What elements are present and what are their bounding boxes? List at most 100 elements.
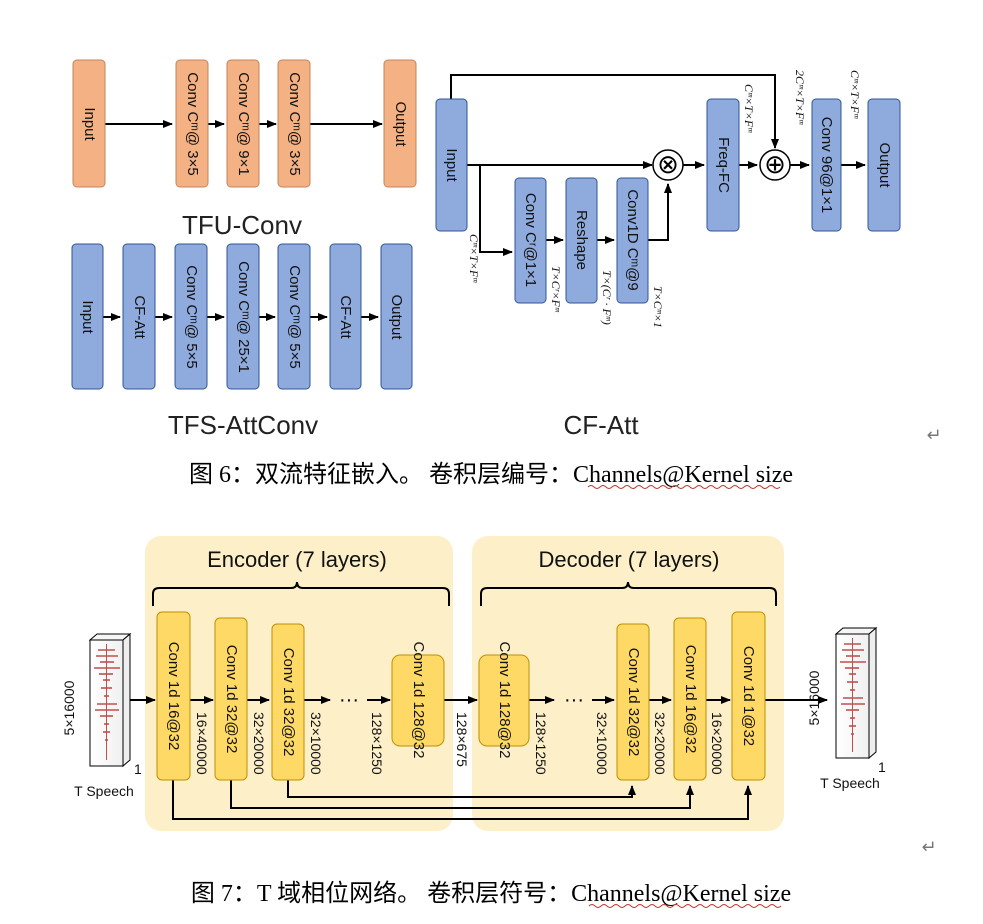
encoder-conv3-label: Conv 1d 32@32 [280, 648, 297, 757]
cf-input-box: Input [435, 98, 468, 232]
tfs-attconv-title: TFS-AttConv [168, 410, 318, 440]
tfu-conv1-box: Conv Cᵐ@ 3×5 [175, 59, 209, 188]
tfu-conv2-box: Conv Cᵐ@ 9×1 [226, 59, 260, 188]
decoder-conv7-label: Conv 1d 1@32 [740, 646, 757, 746]
figure6-caption: 图 6：双流特征嵌入。 卷积层编号：Channels@Kernel size [189, 461, 793, 488]
decoder-conv1-label: Conv 1d 128@32 [496, 642, 513, 759]
encoder-title: Encoder (7 layers) [207, 547, 387, 572]
encoder-conv2-box: Conv 1d 32@32 [214, 617, 248, 781]
cf-att-title: CF-Att [563, 410, 639, 440]
decoder-conv6-box: Conv 1d 16@32 [673, 617, 707, 781]
cf-conv1d-box: Conv1D Cᵐ@9 [616, 177, 649, 304]
tfu-conv1-label: Conv Cᵐ@ 3×5 [184, 72, 201, 175]
decoder-dim-1: 128×1250 [533, 712, 549, 775]
multiply-icon: ⊗ [657, 149, 679, 179]
tfu-output-label: Output [392, 101, 409, 147]
tfs-input-label: Input [79, 300, 96, 334]
cf-freq-fc-box: Freq-FC [706, 98, 740, 232]
cf-conv96-label: Conv 96@1×1 [818, 117, 835, 214]
figure7-caption: 图 7：T 域相位网络。 卷积层符号：Channels@Kernel size [191, 880, 791, 907]
cf-conv96-box: Conv 96@1×1 [811, 98, 842, 232]
cf-output-label: Output [876, 142, 893, 188]
cf-reshape-label: Reshape [573, 210, 590, 270]
tfu-input-label: Input [81, 107, 98, 141]
cf-concat-dim: 2Cᵐ×T×Fᵐ [793, 70, 807, 125]
cf-output-dim: Cᵐ×T×Fᵐ [848, 70, 862, 119]
encoder-ellipsis: ··· [339, 689, 359, 711]
encoder-dim-7: 128×675 [454, 712, 470, 767]
encoder-brace [152, 581, 450, 606]
tfs-conv3-box: Conv Cᵐ@ 5×5 [277, 243, 311, 390]
input-depth: 1 [134, 761, 142, 777]
tfs-attconv-diagram: Input CF-Att Conv Cᵐ@ 5×5 Conv Cᵐ@ 25×1 … [71, 243, 413, 440]
tfu-conv-title: TFU-Conv [182, 210, 302, 240]
tfs-cfatt1-label: CF-Att [131, 295, 148, 339]
decoder-conv5-box: Conv 1d 32@32 [616, 623, 650, 781]
cf-conv-cr-label: Conv Cʳ@1×1 [522, 193, 539, 287]
cf-reshape-box: Reshape [565, 177, 598, 304]
encoder-conv1-box: Conv 1d 16@32 [156, 611, 191, 781]
decoder-brace [480, 581, 777, 606]
concat-node: ⊕ [759, 149, 791, 181]
cf-freq-fc-label: Freq-FC [715, 137, 732, 193]
decoder-conv6-label: Conv 1d 16@32 [682, 645, 699, 754]
cf-input-label: Input [443, 148, 460, 182]
encoder-dim-1: 16×40000 [194, 712, 210, 775]
decoder-conv7-box: Conv 1d 1@32 [731, 611, 766, 781]
input-speech-block [88, 632, 132, 768]
input-speech-label: T Speech [74, 783, 134, 799]
output-waveform-icon [840, 638, 866, 752]
encoder-dim-2: 32×20000 [251, 712, 267, 775]
tfu-conv3-box: Conv Cᵐ@ 3×5 [277, 59, 311, 188]
cf-conv1d-label: Conv1D Cᵐ@9 [624, 189, 641, 290]
cf-input-dim: Cᵐ×T×Fᵐ [467, 234, 481, 283]
return-mark-1: ↵ [926, 425, 941, 445]
t-domain-phase-network: Encoder (7 layers) Decoder (7 layers) 5×… [61, 536, 886, 831]
tfs-conv1-label: Conv Cᵐ@ 5×5 [183, 265, 200, 368]
output-speech-block [834, 626, 878, 760]
cf-att-diagram: Input Conv Cʳ@1×1 Reshape Conv1D Cᵐ@9 ⊗ … [435, 70, 901, 440]
decoder-conv5-label: Conv 1d 32@32 [625, 648, 642, 757]
encoder-dim-3: 32×10000 [308, 712, 324, 775]
tfs-cfatt2-box: CF-Att [329, 243, 362, 390]
output-dim: 5×16000 [806, 670, 822, 725]
encoder-conv1-label: Conv 1d 16@32 [165, 642, 182, 751]
tfs-output-box: Output [380, 243, 413, 390]
encoder-conv7-label: Conv 1d 128@32 [410, 642, 427, 759]
spellcheck-underline-2 [588, 904, 782, 908]
tfs-input-box: Input [71, 243, 104, 390]
decoder-dim-5: 32×10000 [594, 712, 610, 775]
tfs-cfatt1-box: CF-Att [122, 243, 156, 390]
encoder-conv3-box: Conv 1d 32@32 [271, 623, 305, 781]
decoder-title: Decoder (7 layers) [539, 547, 720, 572]
output-depth: 1 [878, 759, 886, 775]
cf-reshape-dim: T×(Cʳ · Fᵐ) [600, 270, 614, 325]
tfu-conv2-label: Conv Cᵐ@ 9×1 [235, 72, 252, 175]
tfs-conv1-box: Conv Cᵐ@ 5×5 [174, 243, 208, 390]
input-waveform-icon [94, 644, 120, 760]
decoder-conv1-box: Conv 1d 128@32 [478, 642, 530, 759]
tfs-conv3-label: Conv Cᵐ@ 5×5 [286, 265, 303, 368]
decoder-dim-6: 32×20000 [652, 712, 668, 775]
tfs-conv2-label: Conv Cᵐ@ 25×1 [235, 261, 252, 373]
tfs-output-label: Output [388, 294, 405, 340]
cf-freq-fc-dim: Cᵐ×T×Fᵐ [742, 84, 756, 133]
tfu-output-box: Output [383, 59, 417, 188]
output-speech-label: T Speech [820, 775, 880, 791]
cf-conv-cr-dim: T×Cʳ×Fᵐ [549, 266, 563, 313]
decoder-dim-7: 16×20000 [709, 712, 725, 775]
tfu-conv-diagram: Input Conv Cᵐ@ 3×5 Conv Cᵐ@ 9×1 Conv Cᵐ@… [72, 59, 417, 240]
tfu-input-box: Input [72, 59, 106, 188]
multiply-node: ⊗ [652, 149, 684, 181]
encoder-dim-6: 128×1250 [369, 712, 385, 775]
concat-icon: ⊕ [764, 149, 786, 179]
cf-output-box: Output [867, 98, 901, 232]
cf-conv1d-dim: T×Cᵐ×1 [651, 286, 665, 328]
tfs-conv2-box: Conv Cᵐ@ 25×1 [226, 243, 260, 390]
spellcheck-underline-1 [587, 485, 781, 489]
encoder-conv7-box: Conv 1d 128@32 [391, 642, 445, 759]
input-dim: 5×16000 [61, 680, 77, 735]
tfu-conv3-label: Conv Cᵐ@ 3×5 [286, 72, 303, 175]
encoder-conv2-label: Conv 1d 32@32 [223, 645, 240, 754]
